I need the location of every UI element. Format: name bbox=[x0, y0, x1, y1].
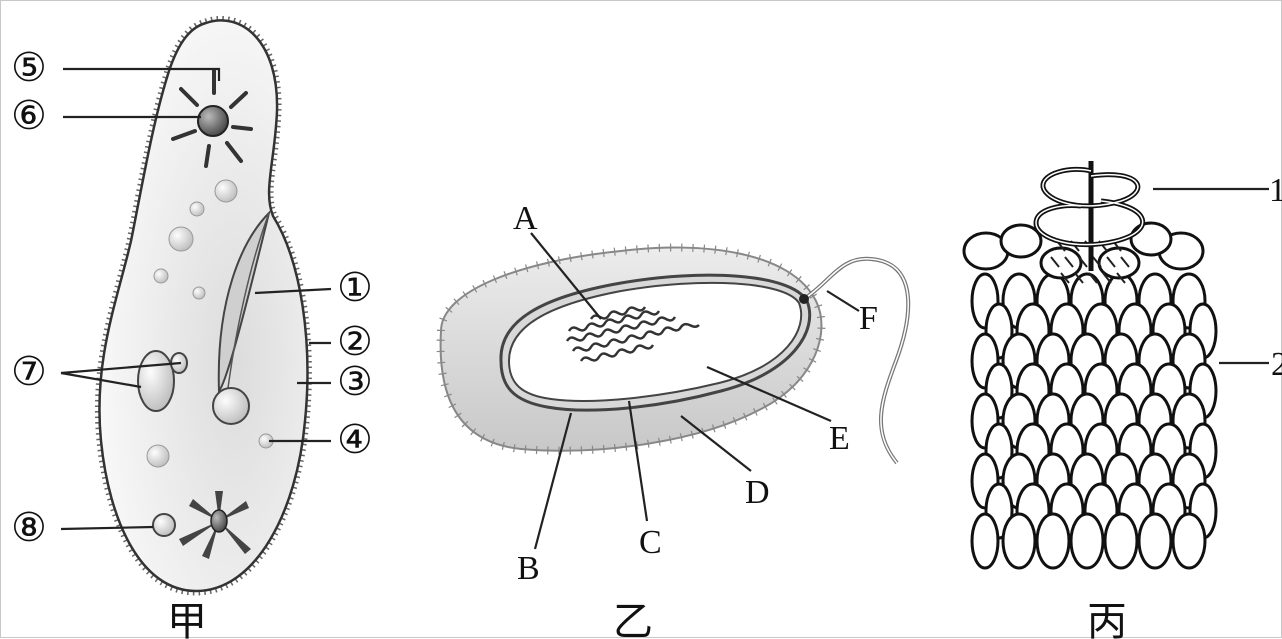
flagellum bbox=[804, 259, 908, 463]
caption-jia: 甲 bbox=[167, 599, 207, 639]
label-E: E bbox=[829, 420, 850, 457]
label-D: D bbox=[745, 474, 770, 511]
capsid-subunit bbox=[1173, 514, 1205, 568]
contractile-vacuole-center bbox=[198, 106, 228, 136]
label-1: ① bbox=[337, 265, 373, 310]
paramecium bbox=[61, 20, 331, 591]
capsid-subunit bbox=[1003, 514, 1035, 568]
capsid-subunit bbox=[1139, 514, 1171, 568]
capsid-subunit bbox=[972, 514, 998, 568]
label-A: A bbox=[513, 200, 538, 237]
anal-pore bbox=[153, 514, 175, 536]
virus bbox=[964, 161, 1269, 568]
caption-yi: 乙 bbox=[613, 599, 653, 639]
label-4: ④ bbox=[337, 417, 373, 462]
bacterium bbox=[441, 233, 909, 549]
forming-food-vacuole bbox=[213, 388, 249, 424]
paramecium-body bbox=[99, 20, 307, 591]
label-2-virus: 2 bbox=[1271, 346, 1282, 383]
capsid-subunit bbox=[1071, 514, 1103, 568]
capsid-subunit bbox=[1105, 514, 1137, 568]
capsid-subunit bbox=[1037, 514, 1069, 568]
label-B: B bbox=[517, 550, 540, 587]
caption-bing: 丙 bbox=[1087, 599, 1127, 639]
label-5: ⑤ bbox=[11, 45, 47, 90]
label-8: ⑧ bbox=[11, 505, 47, 550]
label-F: F bbox=[859, 300, 878, 337]
capsid-subunits bbox=[972, 274, 1216, 568]
label-2: ② bbox=[337, 319, 373, 364]
label-1-virus: 1 bbox=[1269, 172, 1282, 209]
macronucleus bbox=[138, 351, 174, 411]
label-3: ③ bbox=[337, 359, 373, 404]
label-7: ⑦ bbox=[11, 349, 47, 394]
label-6: ⑥ bbox=[11, 93, 47, 138]
label-C: C bbox=[639, 524, 662, 561]
